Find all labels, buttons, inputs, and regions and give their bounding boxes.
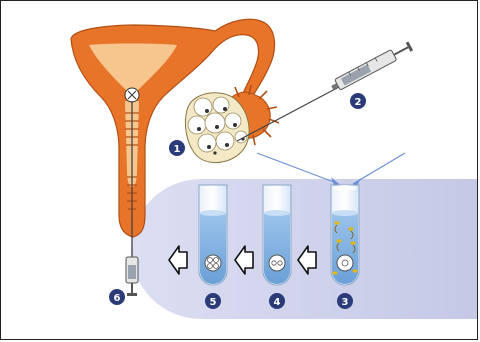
- embryo-tube-icon: [199, 185, 227, 285]
- step-badge-5: 5: [205, 293, 221, 309]
- lab-panel: [131, 179, 478, 319]
- svg-text:4: 4: [274, 297, 281, 308]
- step-badge-2: 2: [350, 93, 366, 109]
- embryo-transfer-syringe-icon: [126, 257, 138, 296]
- svg-text:5: 5: [210, 297, 217, 308]
- step-badge-3: 3: [337, 293, 353, 309]
- svg-text:2: 2: [355, 97, 362, 108]
- ovary-follicles-icon: [185, 93, 249, 163]
- svg-text:3: 3: [342, 297, 349, 308]
- step-badge-6: 6: [109, 289, 125, 305]
- fertilization-tube-icon: [331, 185, 359, 285]
- zygote-tube-icon: [263, 185, 291, 285]
- svg-text:6: 6: [114, 293, 121, 304]
- step-badge-4: 4: [269, 293, 285, 309]
- svg-text:1: 1: [174, 144, 181, 155]
- step-badge-1: 1: [169, 140, 185, 156]
